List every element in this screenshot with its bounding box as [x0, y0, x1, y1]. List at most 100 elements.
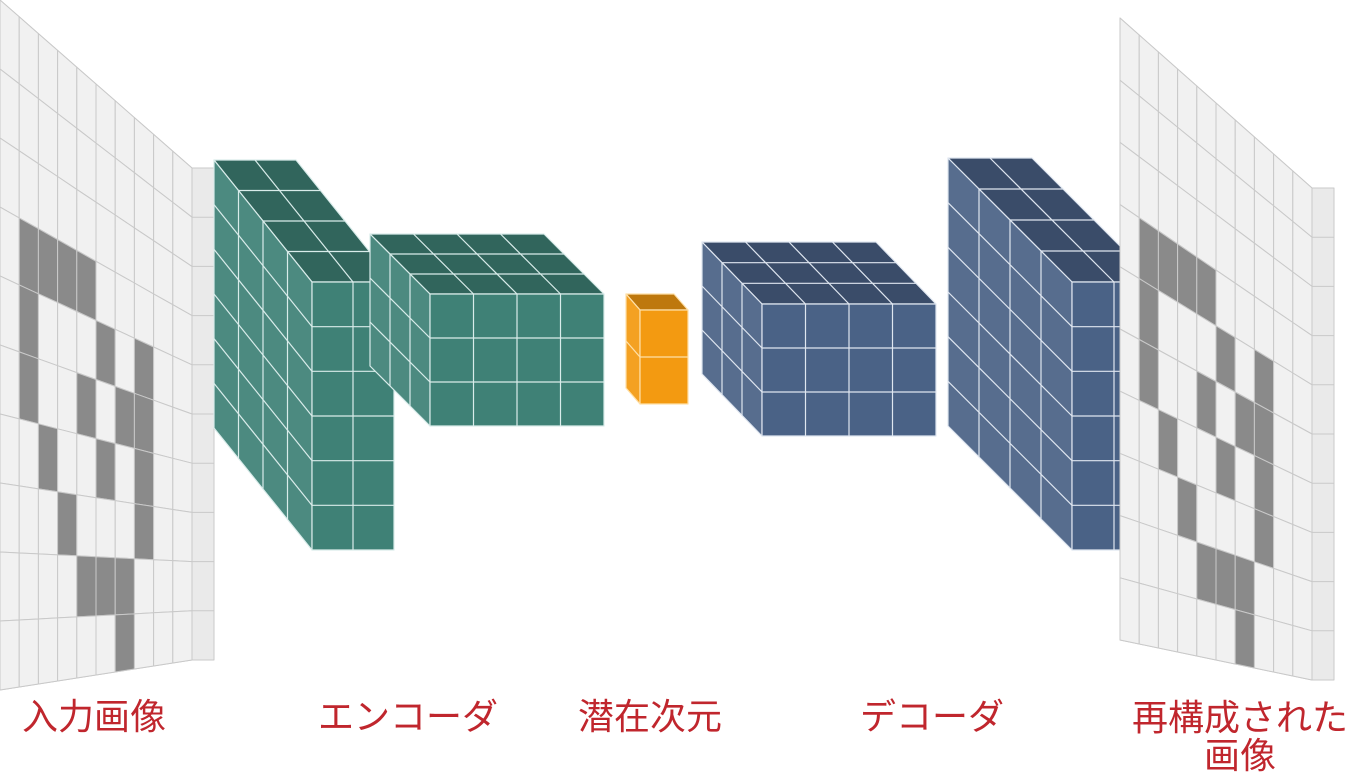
pixel	[1177, 301, 1198, 372]
pixel-dark	[1253, 348, 1275, 414]
decoder-label: デコーダ	[860, 697, 1005, 738]
pixel	[37, 358, 59, 430]
input-image-panel	[0, 0, 215, 691]
pixel	[0, 68, 20, 152]
pixel-dark	[37, 228, 59, 304]
input-image-label: 入力画像	[22, 697, 167, 738]
pixel	[133, 558, 155, 615]
grid-line	[788, 241, 850, 305]
pixel	[1215, 492, 1236, 556]
pixel-dark	[1138, 217, 1159, 291]
pixel-dark	[18, 284, 39, 360]
pixel	[95, 497, 116, 559]
pixel-dark	[1234, 609, 1255, 669]
pixel	[114, 328, 135, 394]
pixel	[37, 617, 59, 685]
pixel	[1119, 390, 1140, 462]
pixel	[1119, 577, 1140, 645]
pixel	[1215, 603, 1236, 665]
pixel	[76, 615, 97, 679]
pixel	[1234, 445, 1255, 510]
pixel-dark	[18, 351, 39, 425]
pixel	[1177, 360, 1198, 429]
pixel-dark	[57, 491, 78, 557]
pixel-dark	[76, 249, 97, 321]
pixel	[0, 137, 20, 219]
pixel	[1292, 524, 1313, 583]
pixel	[114, 443, 135, 505]
pixel-dark	[95, 556, 116, 617]
pixel	[1196, 427, 1217, 494]
pixel-dark	[133, 503, 155, 561]
pixel	[37, 553, 59, 620]
pixel	[133, 612, 155, 670]
pixel	[57, 302, 78, 374]
pixel	[1273, 619, 1294, 677]
decoder-block-2	[947, 157, 1157, 551]
grid-line	[947, 246, 1073, 372]
pixel	[95, 379, 116, 444]
pixel	[1234, 337, 1255, 403]
grid-line	[369, 321, 431, 383]
grid-line	[625, 340, 641, 358]
pixel-dark	[1215, 325, 1236, 393]
pixel	[1196, 313, 1217, 382]
grid-line	[369, 277, 431, 339]
pixel	[57, 616, 78, 682]
pixel-dark	[133, 337, 155, 401]
pixel-dark	[133, 447, 155, 507]
grid-line	[947, 336, 1073, 462]
pixel	[1292, 574, 1313, 632]
pixel	[18, 150, 39, 230]
pixel	[153, 559, 174, 614]
pixel-dark	[114, 613, 135, 673]
pixel	[0, 206, 20, 286]
pixel	[153, 399, 174, 459]
pixel	[153, 506, 174, 562]
pixel	[1234, 500, 1255, 563]
pixel	[1138, 460, 1159, 530]
pixel	[0, 275, 20, 353]
pixel-dark	[76, 555, 97, 618]
pixel	[1292, 625, 1313, 681]
pixel	[133, 282, 155, 348]
grid-line	[500, 233, 561, 295]
pixel	[172, 610, 193, 664]
pixel	[0, 344, 20, 420]
pixel	[0, 482, 20, 554]
pixel-dark	[18, 217, 39, 295]
pixel	[1157, 528, 1179, 595]
pixel	[153, 611, 174, 667]
pixel-dark	[1196, 541, 1217, 605]
grid-line	[213, 382, 313, 506]
grid-line	[745, 241, 806, 305]
pixel	[1157, 289, 1179, 361]
grid-line	[947, 291, 1073, 417]
pixel	[1196, 598, 1217, 661]
pixel-dark	[1138, 278, 1159, 351]
pixel	[1273, 567, 1294, 626]
pixel	[0, 413, 20, 487]
pixel	[172, 457, 193, 513]
pixel-dark	[1177, 476, 1198, 543]
pixel-dark	[1234, 554, 1255, 616]
pixel	[57, 176, 78, 251]
pixel-dark	[114, 557, 135, 616]
pixel	[1292, 423, 1313, 484]
pixel	[153, 452, 174, 510]
latent-label: 潜在次元	[578, 697, 723, 738]
pixel-dark	[95, 319, 116, 387]
pixel	[1292, 473, 1313, 533]
pixel	[1157, 587, 1179, 653]
grid-line	[213, 338, 313, 462]
pixel	[37, 163, 59, 241]
pixel	[114, 500, 135, 560]
grid-line	[213, 248, 313, 372]
reconstructed-image-label: 再構成された 画像	[1122, 700, 1358, 776]
pixel	[0, 619, 20, 691]
pixel	[1215, 381, 1236, 447]
pixel	[172, 355, 193, 415]
pixel	[1177, 534, 1198, 600]
reconstructed-image-label-line-1: 再構成された	[1131, 698, 1348, 739]
